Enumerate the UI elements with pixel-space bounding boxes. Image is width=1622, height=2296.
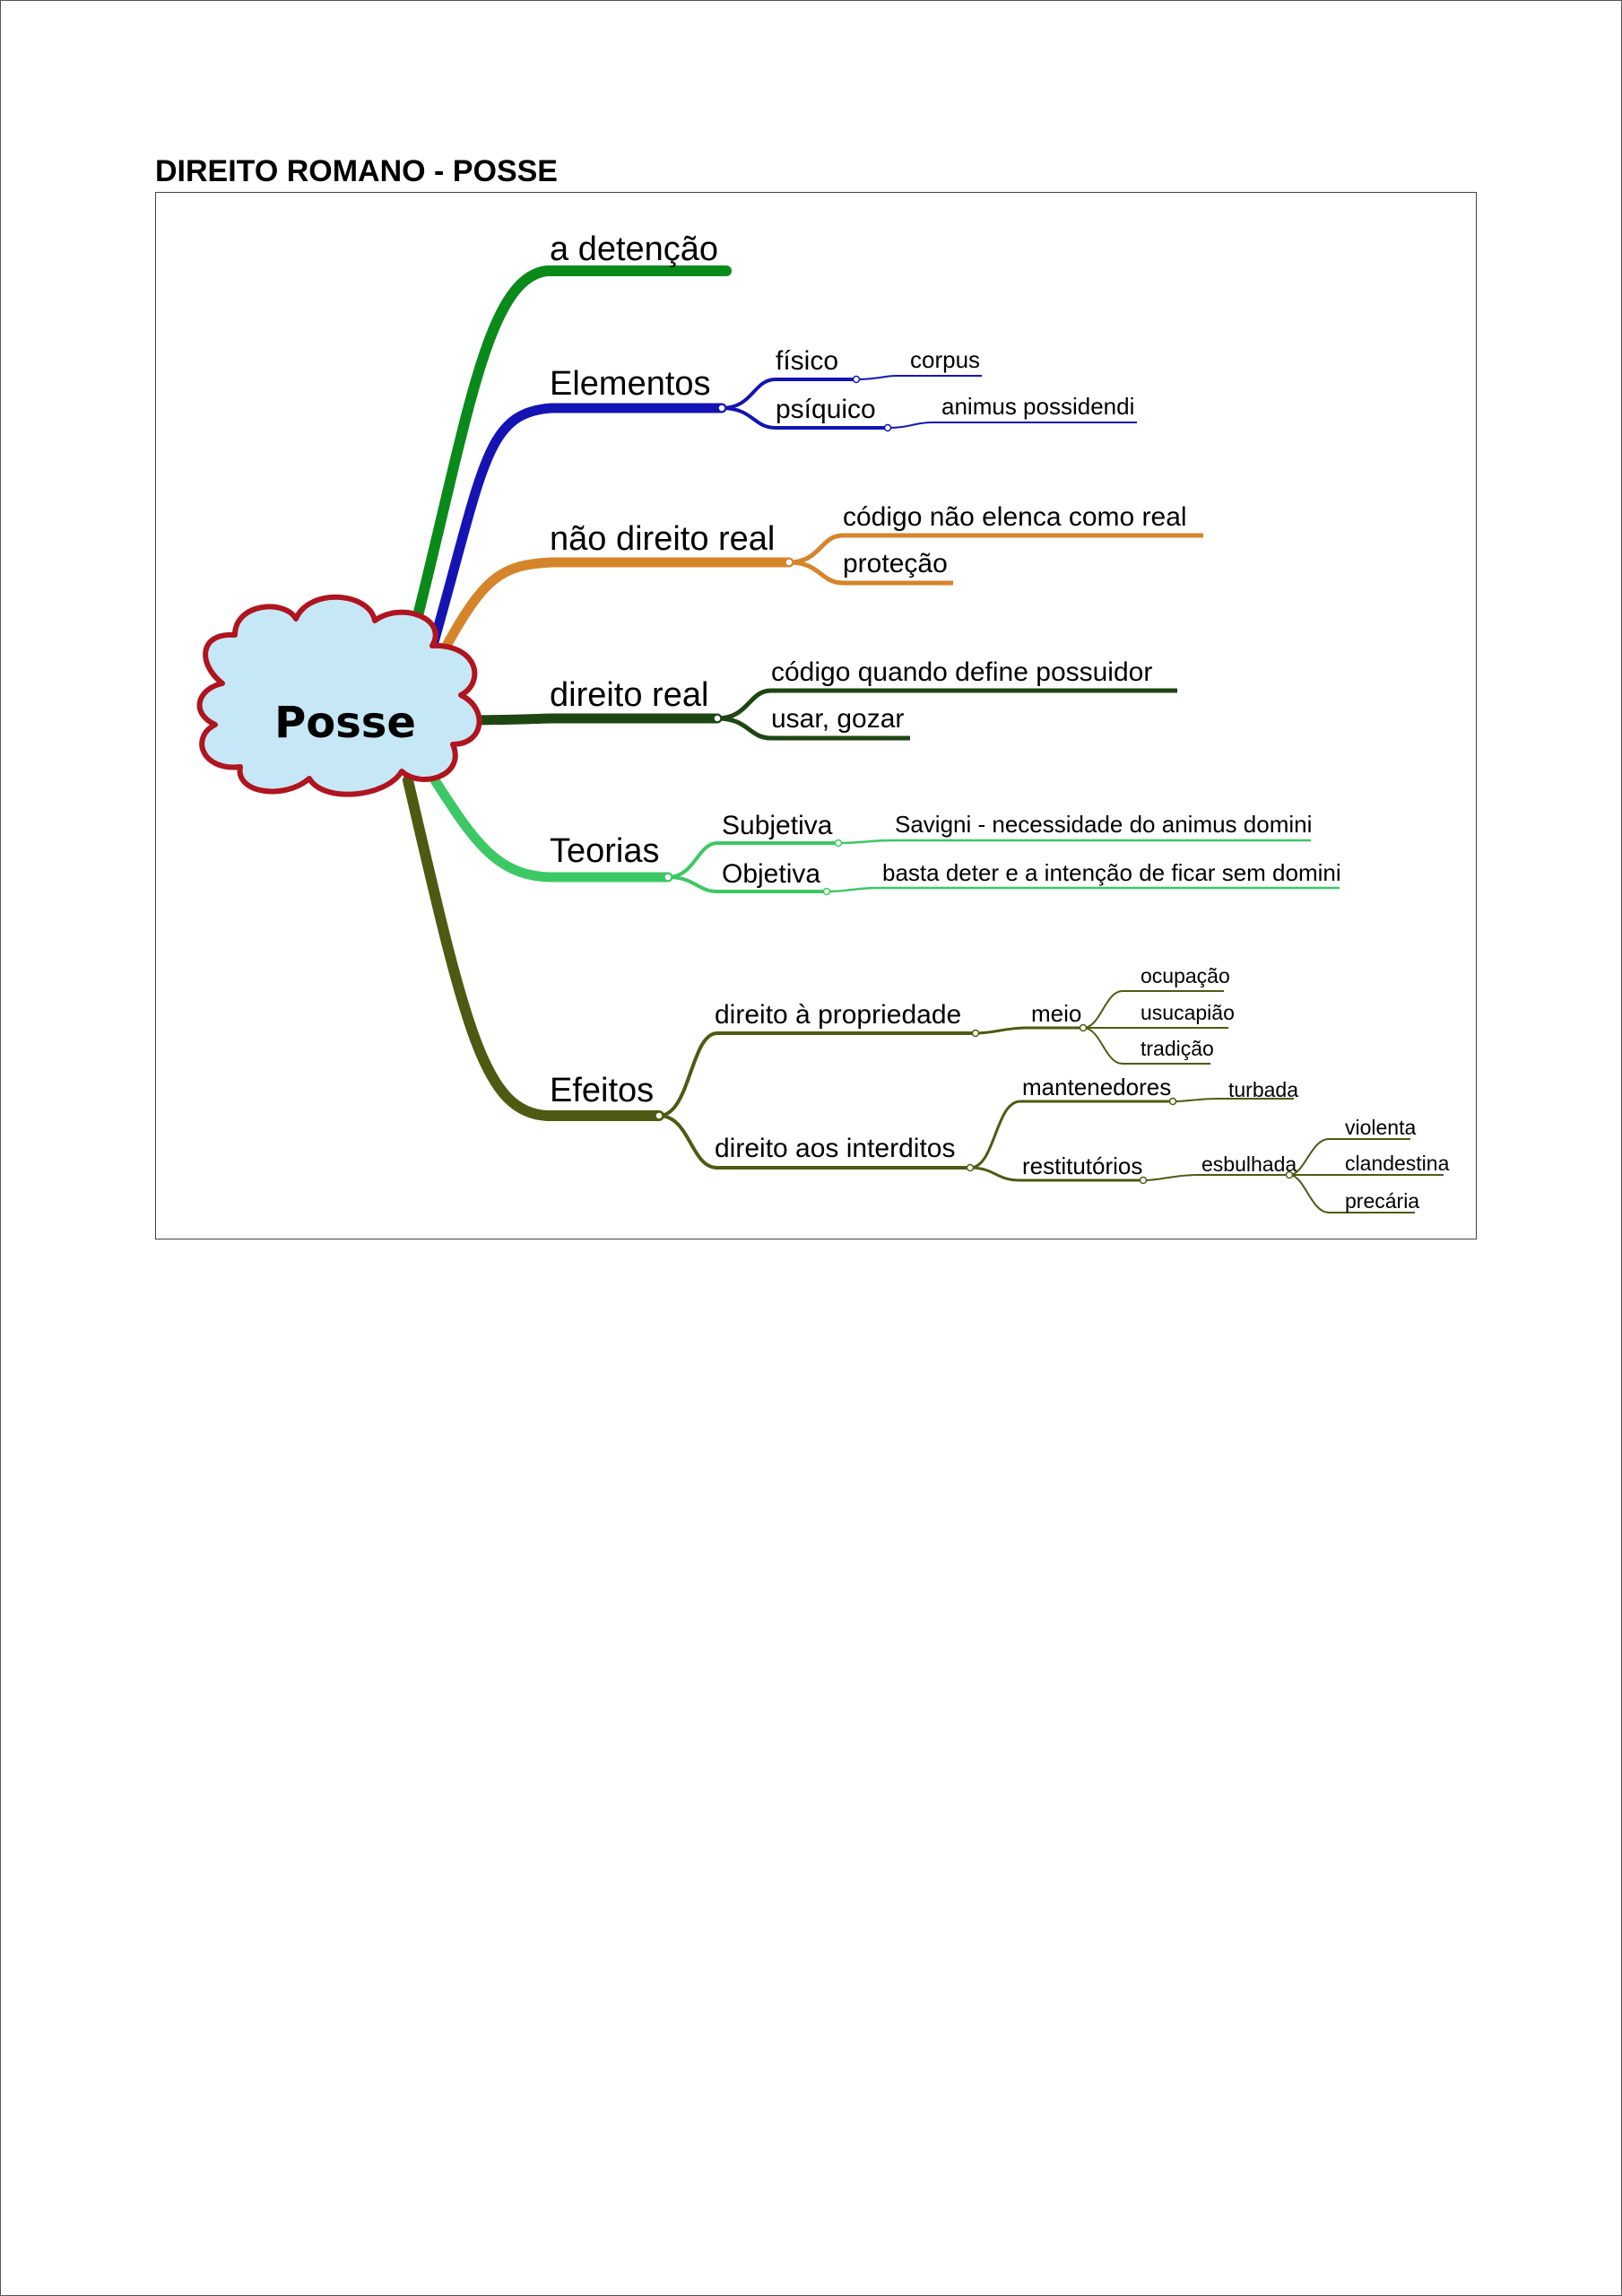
sub-tradicao-line (1082, 1027, 1210, 1065)
sub-violenta-line (1288, 1138, 1410, 1176)
label-basta: basta deter e a intenção de ficar sem do… (882, 859, 1341, 886)
sub-animus-line (887, 422, 1137, 429)
branch-detencao-line (403, 265, 732, 660)
branch-teorias-line (429, 775, 673, 883)
sub-mantenedores-line (969, 1100, 1173, 1170)
sub-subjetiva-line (667, 841, 838, 879)
sub-turbada-line (1172, 1098, 1294, 1102)
node-mantenedores (1168, 1097, 1177, 1106)
label-restitutorios: restitutórios (1022, 1152, 1142, 1179)
label-turbada: turbada (1228, 1078, 1298, 1101)
label-esbulhada: esbulhada (1201, 1152, 1297, 1176)
label-animus: animus possidendi (941, 393, 1134, 420)
label-propriedade: direito à propriedade (715, 1000, 961, 1030)
sub-esbulhada-line (1142, 1174, 1289, 1181)
sub-usar-gozar-line (716, 716, 910, 741)
branch-elementos-line (425, 403, 727, 660)
label-codigo-nao-elenca: código não elenca como real (843, 502, 1187, 532)
sub-ocupacao-line (1082, 990, 1224, 1029)
node-direito-real (713, 714, 722, 723)
sub-precaria-line (1288, 1174, 1415, 1213)
node-efeitos (655, 1111, 664, 1120)
sub-restitutorios-line (969, 1166, 1143, 1182)
node-propriedade (971, 1029, 980, 1038)
label-ocupacao: ocupação (1141, 964, 1230, 987)
label-detencao: a detenção (550, 230, 718, 268)
label-protecao: proteção (843, 549, 948, 578)
sub-corpus-line (855, 375, 982, 380)
label-nao-direito-real: não direito real (550, 520, 775, 558)
label-savigni: Savigni - necessidade do animus domini (895, 811, 1312, 838)
center-label: Posse (274, 698, 416, 748)
node-nao-direito-real (785, 558, 794, 567)
sub-objetiva-line (667, 875, 827, 893)
center-cloud (196, 594, 482, 797)
branch-efeitos-line (403, 775, 664, 1121)
document-title: DIREITO ROMANO - POSSE (155, 154, 558, 188)
label-usucapiao: usucapião (1141, 1001, 1235, 1024)
label-clandestina: clandestina (1345, 1152, 1450, 1175)
node-restitutorios (1139, 1176, 1148, 1185)
label-usar-gozar: usar, gozar (771, 704, 904, 734)
branch-direito-real-line (461, 713, 723, 726)
label-psiquico: psíquico (776, 395, 876, 424)
label-violenta: violenta (1345, 1116, 1416, 1139)
sub-protecao-line (788, 560, 953, 586)
label-objetiva: Objetiva (722, 859, 820, 889)
node-esbulhada (1285, 1170, 1294, 1179)
label-precaria: precária (1345, 1189, 1419, 1213)
label-meio: meio (1031, 1000, 1081, 1027)
label-interditos: direito aos interditos (715, 1134, 955, 1163)
sub-propriedade-line (658, 1031, 976, 1118)
label-corpus: corpus (910, 346, 980, 373)
node-meio (1079, 1023, 1088, 1032)
sub-fisico-line (721, 378, 856, 410)
label-mantenedores: mantenedores (1022, 1074, 1171, 1100)
sub-interditos-line (658, 1114, 970, 1170)
node-teorias (664, 873, 672, 882)
label-subjetiva: Subjetiva (722, 811, 833, 840)
label-direito-real: direito real (550, 676, 708, 714)
sub-savigni-line (837, 839, 1311, 845)
label-fisico: físico (776, 346, 838, 376)
sub-meio-line (975, 1026, 1083, 1035)
node-interditos (966, 1163, 975, 1172)
node-psiquico (883, 423, 892, 432)
node-fisico (852, 375, 861, 384)
label-efeitos: Efeitos (550, 1072, 654, 1109)
sub-psiquico-line (721, 406, 888, 430)
node-subjetiva (834, 839, 843, 848)
node-elementos (717, 404, 726, 413)
label-codigo-possuidor: código quando define possuidor (771, 657, 1152, 687)
mindmap-frame (155, 192, 1477, 1239)
label-elementos: Elementos (550, 365, 711, 403)
label-tradicao: tradição (1141, 1037, 1214, 1060)
branch-nao-direito-real-line (434, 557, 794, 665)
label-teorias: Teorias (550, 832, 660, 870)
sub-basta-line (826, 886, 1340, 893)
node-objetiva (822, 887, 831, 896)
